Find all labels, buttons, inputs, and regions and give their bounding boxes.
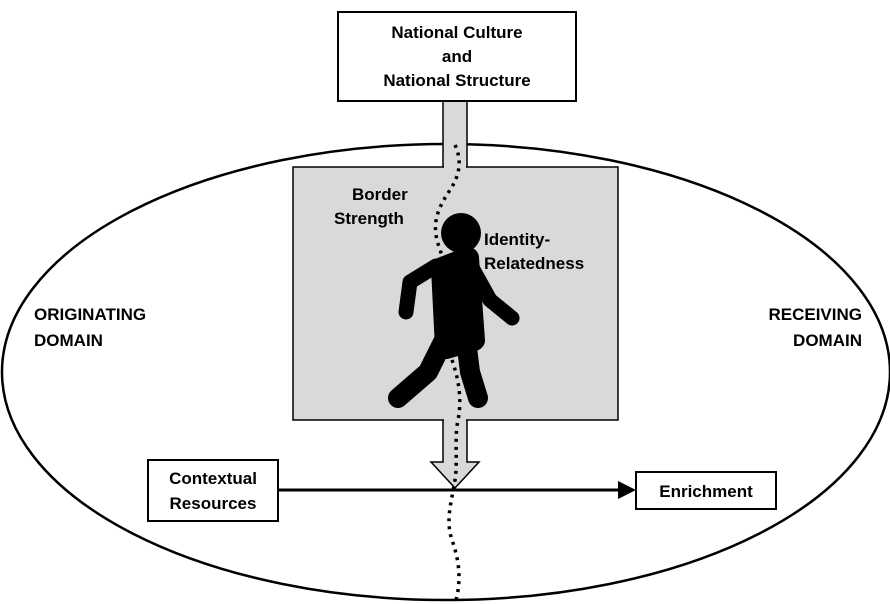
- originating-domain-line2: DOMAIN: [34, 331, 103, 350]
- enrichment-label: Enrichment: [659, 482, 753, 501]
- contextual-resources-line1: Contextual: [169, 469, 257, 488]
- border-strength-line1: Border: [352, 185, 408, 204]
- influence-arrow-shaft-top: [442, 100, 468, 169]
- influence-arrow-head: [429, 419, 481, 490]
- border-strength-line2: Strength: [334, 209, 404, 228]
- resources-to-enrichment-arrowhead: [618, 481, 636, 499]
- national-culture-line2: and: [442, 47, 472, 66]
- contextual-resources-box: [147, 459, 279, 522]
- national-culture-line1: National Culture: [391, 23, 522, 42]
- enrichment-box: [635, 471, 777, 510]
- identity-relatedness-line1: Identity-: [484, 230, 550, 249]
- national-culture-line3: National Structure: [383, 71, 530, 90]
- domain-border-line: [433, 144, 462, 604]
- national-culture-box: [337, 11, 577, 102]
- originating-domain-line1: ORIGINATING: [34, 305, 146, 324]
- receiving-domain-line1: RECEIVING: [768, 305, 862, 324]
- contextual-resources-line2: Resources: [170, 494, 257, 513]
- walking-person-icon: [388, 213, 520, 408]
- receiving-domain-line2: DOMAIN: [793, 331, 862, 350]
- identity-relatedness-line2: Relatedness: [484, 254, 584, 273]
